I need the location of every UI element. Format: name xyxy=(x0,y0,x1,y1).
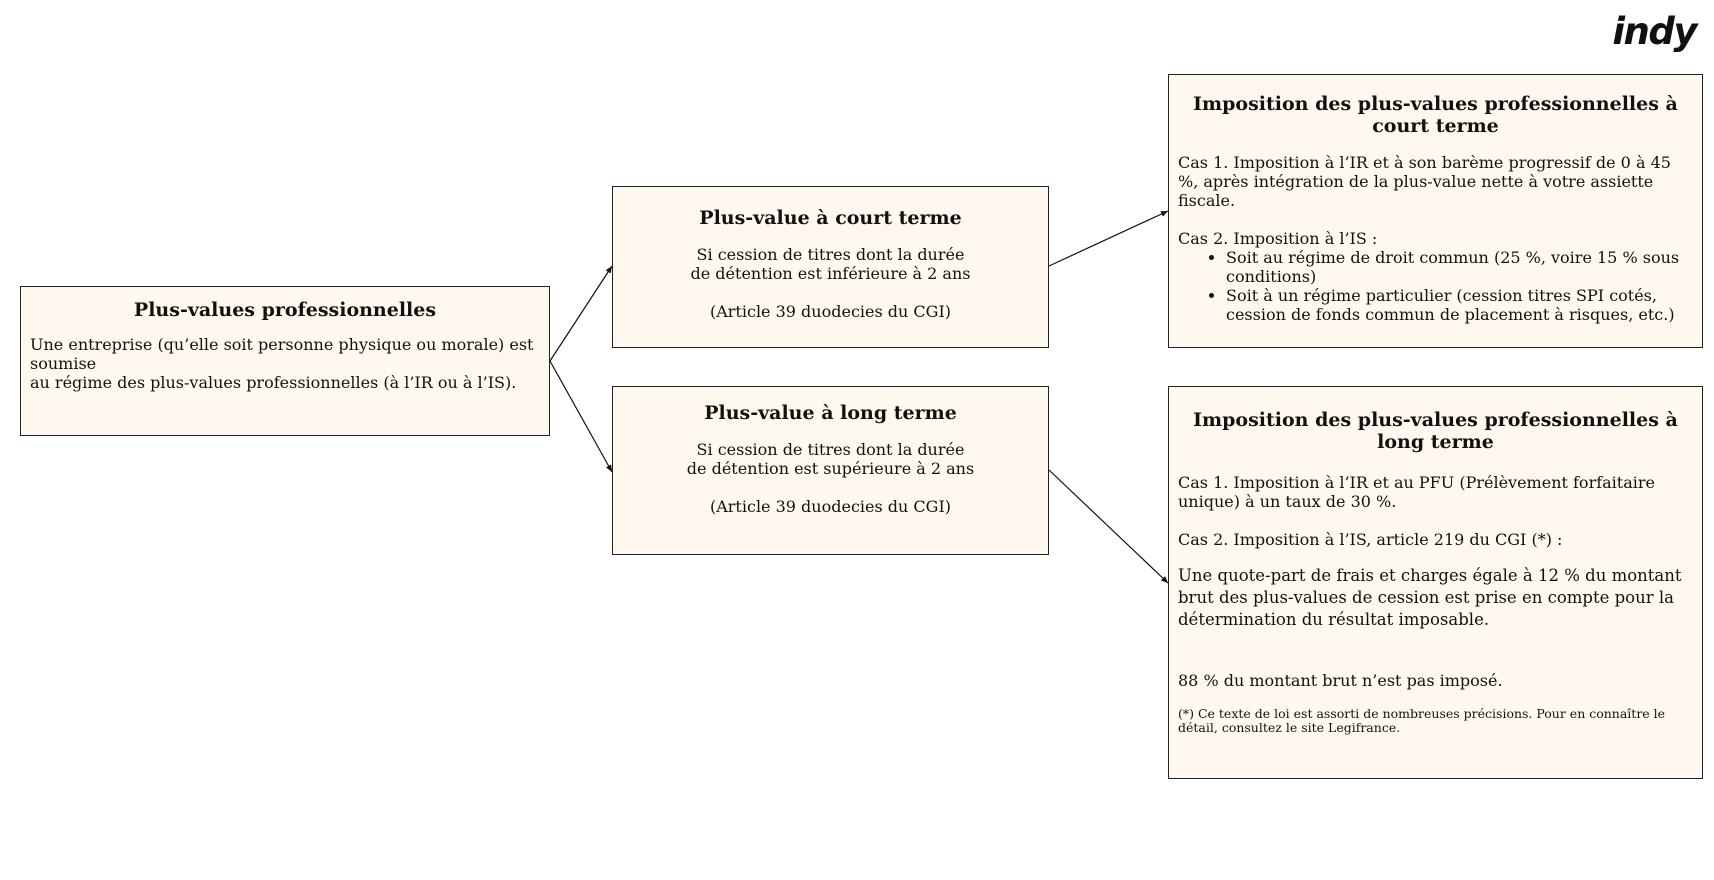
arrow-root-to-short xyxy=(549,265,613,362)
root-line-1: Une entreprise (qu’elle soit personne ph… xyxy=(30,335,534,354)
short-term-line-1: Si cession de titres dont la durée xyxy=(696,245,965,264)
long-tax-case-2: Cas 2. Imposition à l’IS, article 219 du… xyxy=(1178,530,1563,549)
short-term-article: (Article 39 duodecies du CGI) xyxy=(709,302,952,321)
long-term-title: Plus-value à long terme xyxy=(704,402,957,424)
long-term-box: Plus-value à long terme Si cession de ti… xyxy=(612,386,1049,555)
root-box: Plus-values professionnelles Une entrepr… xyxy=(20,286,550,436)
long-tax-quote: Une quote-part de frais et charges égale… xyxy=(1178,566,1682,629)
short-tax-bullet: Soit à un régime particulier (cession ti… xyxy=(1226,286,1693,324)
short-tax-box: Imposition des plus-values professionnel… xyxy=(1168,74,1703,348)
short-term-line-2: de détention est inférieure à 2 ans xyxy=(690,264,971,283)
short-tax-case-2: Cas 2. Imposition à l’IS : xyxy=(1178,229,1378,248)
short-tax-bullet-list: Soit au régime de droit commun (25 %, vo… xyxy=(1178,248,1693,324)
long-tax-rest: 88 % du montant brut n’est pas imposé. xyxy=(1178,671,1503,690)
short-tax-case-1: Cas 1. Imposition à l’IR et à son barème… xyxy=(1178,153,1671,210)
long-term-line-2: de détention est supérieure à 2 ans xyxy=(686,459,975,478)
short-term-box: Plus-value à court terme Si cession de t… xyxy=(612,186,1049,348)
arrow-root-to-long xyxy=(549,360,613,473)
long-tax-case-1: Cas 1. Imposition à l’IR et au PFU (Prél… xyxy=(1178,473,1655,511)
root-title: Plus-values professionnelles xyxy=(133,299,437,321)
long-tax-box: Imposition des plus-values professionnel… xyxy=(1168,386,1703,779)
root-line-3: au régime des plus-values professionnell… xyxy=(30,373,517,392)
short-tax-title: Imposition des plus-values professionnel… xyxy=(1193,93,1678,137)
arrow-long-to-tax xyxy=(1048,469,1169,584)
short-tax-bullet: Soit au régime de droit commun (25 %, vo… xyxy=(1226,248,1693,286)
long-term-line-1: Si cession de titres dont la durée xyxy=(696,440,965,459)
long-term-article: (Article 39 duodecies du CGI) xyxy=(709,497,952,516)
long-tax-title: Imposition des plus-values professionnel… xyxy=(1193,409,1678,453)
long-tax-footnote: (*) Ce texte de loi est assorti de nombr… xyxy=(1178,706,1666,735)
root-line-2: soumise xyxy=(30,354,97,373)
indy-logo: indy xyxy=(1612,10,1697,53)
arrow-short-to-tax xyxy=(1048,210,1169,267)
short-term-title: Plus-value à court terme xyxy=(699,207,962,229)
